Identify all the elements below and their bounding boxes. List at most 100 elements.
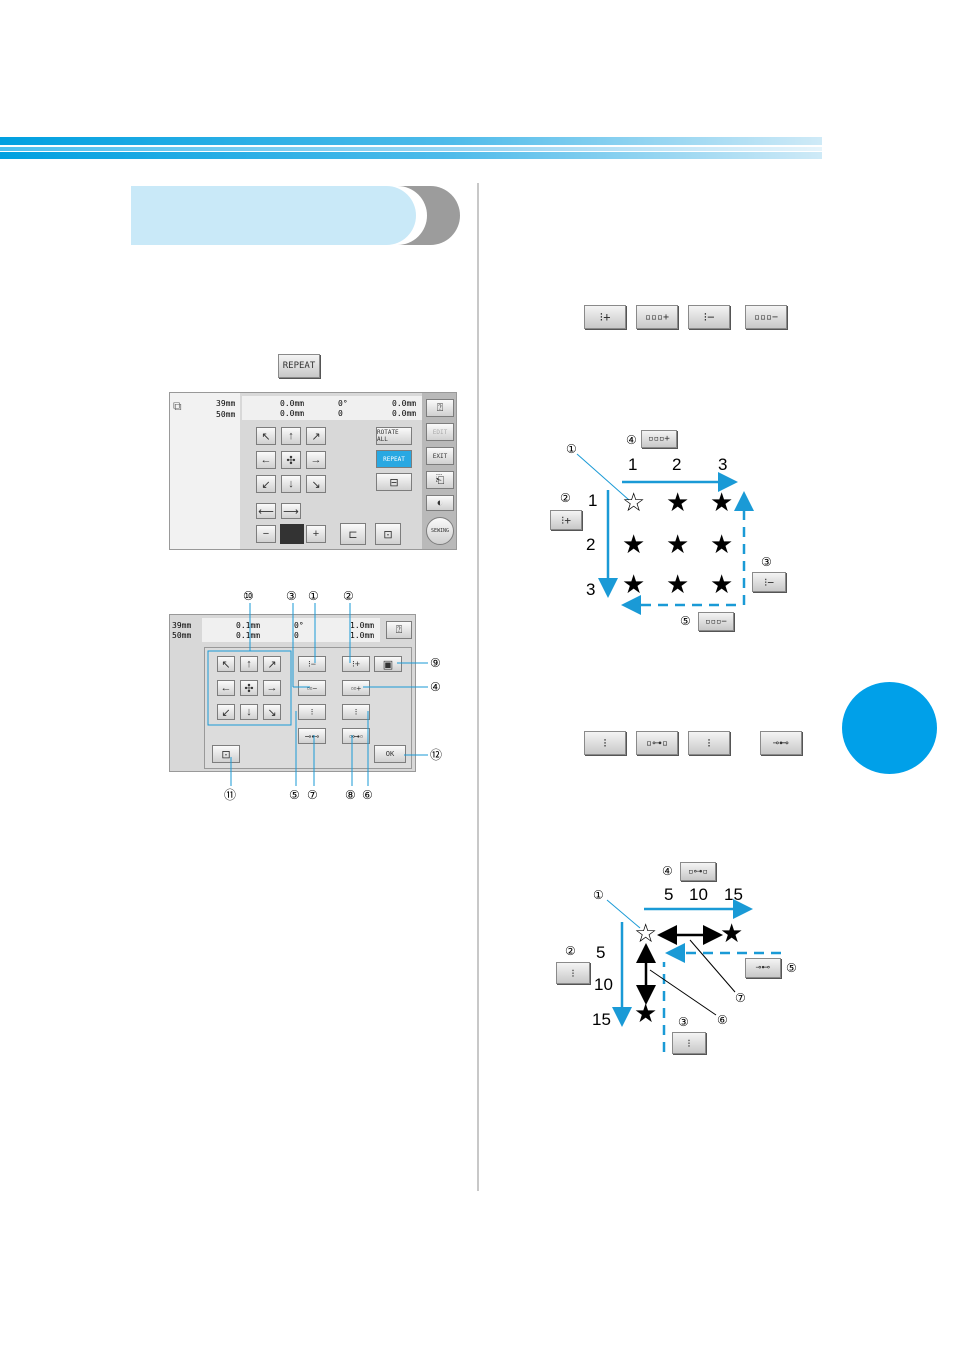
callout-8: ⑧: [345, 788, 356, 802]
cut-button[interactable]: ⊡: [212, 745, 240, 763]
row-spacing-increase-button: ⁝: [584, 731, 626, 755]
d2-label-3: ③: [678, 1015, 689, 1029]
readout-x: 0.0mm: [392, 399, 417, 408]
d2-label-1: ①: [593, 888, 604, 902]
readout-v: 0.0mm: [280, 399, 305, 408]
repeat-screen-button[interactable]: REPEAT: [376, 450, 412, 468]
vertical-remove-button[interactable]: ⁝−: [298, 656, 326, 672]
header-band-top: [0, 137, 822, 145]
move-center-button[interactable]: ✣: [281, 451, 301, 469]
d2-row-5: 5: [596, 943, 606, 962]
d2-row-spacing-button: ⁝: [556, 962, 590, 984]
horizontal-decrease-spacing-button[interactable]: ⊸⊷: [298, 728, 326, 744]
thread-color-button[interactable]: ⊟: [376, 473, 412, 491]
size-width: 50mm: [216, 410, 236, 419]
sewing-button[interactable]: SEWING: [426, 517, 454, 545]
move-left-button[interactable]: ←: [256, 451, 276, 469]
size-width-2: 50mm: [172, 631, 192, 640]
size-height: 39mm: [216, 399, 236, 408]
horizontal-add-button[interactable]: ▫▫+: [342, 680, 370, 696]
move-up-left-button[interactable]: ↖: [256, 427, 276, 445]
d1-label-2: ②: [560, 491, 571, 505]
vertical-add-button[interactable]: ⁝+: [342, 656, 370, 672]
callout-3: ③: [286, 589, 297, 603]
readout-h: 0.0mm: [280, 409, 305, 418]
horizontal-increase-spacing-button[interactable]: ▫⊶▫: [342, 728, 370, 744]
rotate-all-button[interactable]: ROTATE ALL: [376, 427, 412, 445]
d1-row-2: 2: [586, 535, 596, 554]
move-up-button-2[interactable]: ↑: [240, 656, 258, 672]
repeat-button-inline: REPEAT: [278, 354, 320, 378]
move-up-button[interactable]: ↑: [281, 427, 301, 445]
exit-button[interactable]: EXIT: [426, 447, 454, 465]
d2-col-spacing-button: ▫⊶▫: [680, 862, 716, 881]
mirror-button[interactable]: ⊏: [340, 523, 366, 545]
callout-9: ⑨: [430, 656, 441, 670]
d1-remove-row-button: ⁝−: [752, 572, 786, 592]
callout-4: ④: [430, 680, 441, 694]
rotate-right-button[interactable]: ⟶: [281, 503, 301, 519]
callout-7: ⑦: [307, 788, 318, 802]
d2-col-15: 15: [724, 885, 743, 904]
d1-label-5: ⑤: [680, 614, 691, 628]
d2-label-7: ⑦: [735, 991, 746, 1005]
move-center-button-2[interactable]: ✣: [240, 680, 258, 696]
move-down-button-2[interactable]: ↓: [240, 704, 258, 720]
d2-row-spacing-decrease-button: ⁝: [672, 1032, 706, 1054]
move-up-right-button-2[interactable]: ↗: [263, 656, 281, 672]
d2-label-4: ④: [662, 864, 673, 878]
density-icon: [280, 524, 304, 544]
callout-10: ⑩: [243, 589, 254, 603]
d1-col-1: 1: [628, 455, 638, 474]
callout-2: ②: [343, 589, 354, 603]
move-down-left-button-2[interactable]: ↙: [217, 704, 235, 720]
move-left-button-2[interactable]: ←: [217, 680, 235, 696]
size-height-2: 39mm: [172, 621, 192, 630]
callout-5: ⑤: [289, 788, 300, 802]
preview-button[interactable]: ◐: [426, 495, 454, 511]
frame-button[interactable]: ⊡: [375, 523, 401, 545]
d2-row-15: 15: [592, 1010, 611, 1029]
move-up-right-button[interactable]: ↗: [306, 427, 326, 445]
move-up-left-button-2[interactable]: ↖: [217, 656, 235, 672]
d1-remove-column-button: ▫▫▫−: [698, 612, 734, 631]
d1-label-1: ①: [566, 442, 577, 456]
help-button-2[interactable]: ⍰: [386, 621, 412, 639]
d1-star-origin: ☆: [622, 488, 646, 518]
section-heading-tab: [131, 186, 460, 245]
d2-col-spacing-decrease-button: ⊸⊷: [745, 958, 781, 978]
vertical-decrease-spacing-button[interactable]: ⁝: [298, 704, 326, 720]
d1-row-3: 3: [586, 580, 596, 599]
horizontal-remove-button[interactable]: ▫▫−: [298, 680, 326, 696]
pattern-thumbnail-icon: ⧉: [173, 399, 182, 413]
d1-add-row-button: ⁝+: [550, 510, 582, 530]
move-down-left-button[interactable]: ↙: [256, 475, 276, 493]
d1-col-3: 3: [718, 455, 728, 474]
memory-button[interactable]: ⎗: [426, 471, 454, 489]
vertical-increase-spacing-button[interactable]: ⁝: [342, 704, 370, 720]
help-button[interactable]: ⍰: [426, 399, 454, 417]
d2-row-10: 10: [594, 975, 613, 994]
callout-12: ⑫: [430, 748, 443, 762]
ok-button[interactable]: OK: [374, 745, 406, 763]
d1-label-4: ④: [626, 433, 637, 447]
move-down-right-button[interactable]: ↘: [306, 475, 326, 493]
move-down-right-button-2[interactable]: ↘: [263, 704, 281, 720]
d1-row-1: 1: [588, 491, 598, 510]
size-plus-button[interactable]: +: [306, 525, 326, 543]
size-minus-button[interactable]: −: [256, 525, 276, 543]
repeat-button-label: REPEAT: [282, 361, 316, 371]
callout-1: ①: [308, 589, 319, 603]
header-band-middle: [0, 147, 822, 151]
column-divider: [477, 183, 479, 1191]
rotate-left-button[interactable]: ⟵: [256, 503, 276, 519]
edit-tab-button[interactable]: EDIT: [426, 423, 454, 441]
move-right-button[interactable]: →: [306, 451, 326, 469]
callout-11: ⑪: [224, 788, 237, 802]
d1-add-column-button: ▫▫▫+: [641, 430, 677, 448]
move-down-button[interactable]: ↓: [281, 475, 301, 493]
move-right-button-2[interactable]: →: [263, 680, 281, 696]
center-point-button[interactable]: ▣: [374, 656, 402, 672]
